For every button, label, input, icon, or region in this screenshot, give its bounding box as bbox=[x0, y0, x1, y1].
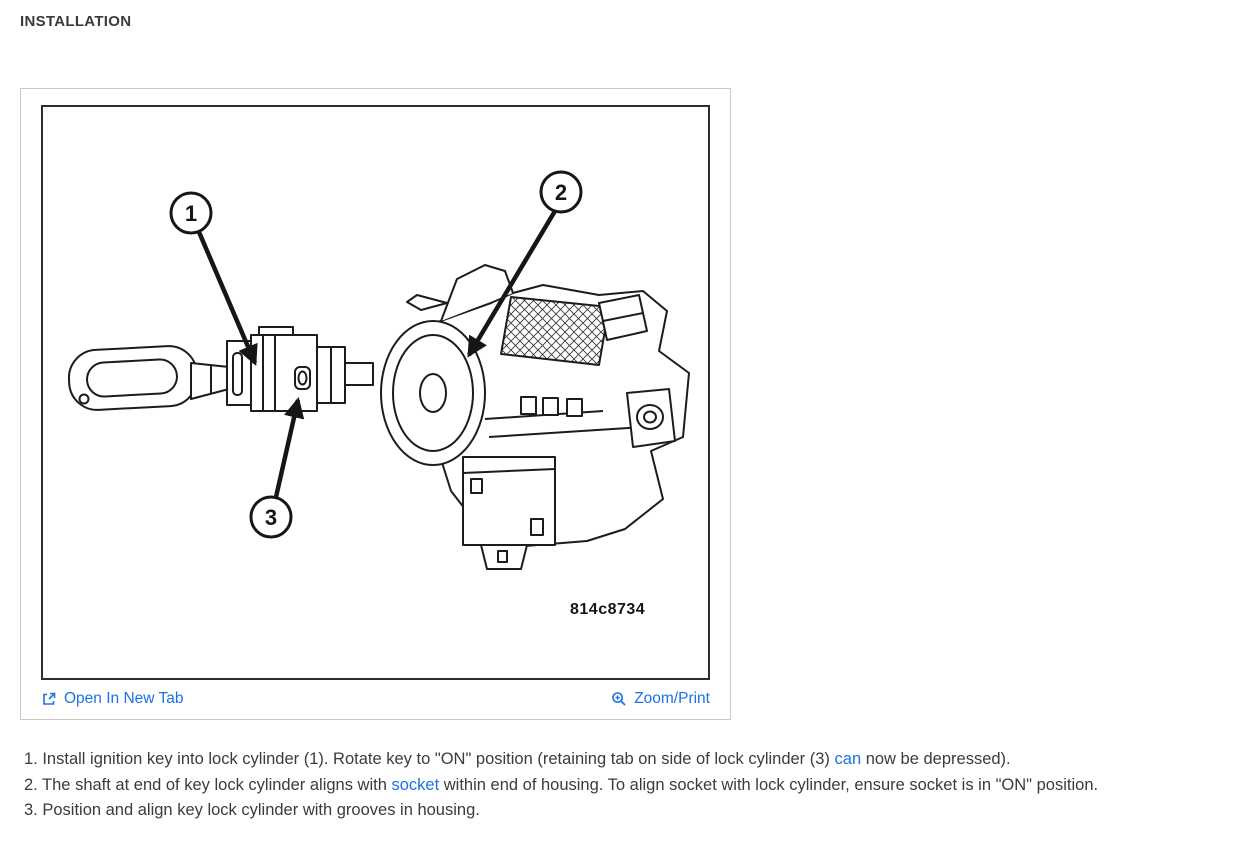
callout-2-badge bbox=[539, 170, 583, 214]
page-title: INSTALLATION bbox=[20, 13, 132, 30]
lock-cylinder bbox=[226, 326, 374, 412]
step-2-text-end: within end of housing. To align socket w… bbox=[439, 775, 1099, 794]
callout-3-number: 3 bbox=[265, 505, 277, 530]
step-1-inline-link[interactable]: can bbox=[834, 750, 862, 768]
step-1-text-end: now be depressed). bbox=[861, 750, 1011, 768]
callout-3-badge bbox=[249, 495, 293, 539]
figure-footer: Open In New Tab Zoom/Print bbox=[21, 680, 730, 719]
callouts: 1 2 3 bbox=[169, 170, 583, 539]
step-2-inline-link[interactable]: socket bbox=[391, 775, 440, 794]
ignition-lock-diagram: 1 2 3 814c8734 bbox=[67, 170, 690, 618]
figure-code: 814c8734 bbox=[570, 601, 645, 618]
figure-panel: 1 2 3 814c8734 Open In New Tab Zoom/Prin bbox=[20, 88, 731, 720]
callout-2-number: 2 bbox=[555, 180, 567, 205]
callout-3-arrow bbox=[273, 396, 305, 498]
ignition-key bbox=[67, 345, 230, 411]
callout-2-arrow bbox=[467, 209, 557, 358]
instruction-step-1: 1. Install ignition key into lock cylind… bbox=[24, 747, 1218, 773]
step-2-text: 2. The shaft at end of key lock cylinder… bbox=[24, 775, 392, 794]
zoom-icon bbox=[612, 692, 626, 706]
figure-frame: 1 2 3 814c8734 bbox=[41, 105, 710, 680]
callout-1-arrow bbox=[196, 231, 258, 366]
callout-1-number: 1 bbox=[185, 201, 197, 226]
zoom-print-label: Zoom/Print bbox=[634, 690, 710, 707]
open-in-new-tab-label: Open In New Tab bbox=[64, 690, 184, 707]
open-in-new-tab-icon bbox=[43, 692, 56, 705]
instruction-step-3: 3. Position and align key lock cylinder … bbox=[24, 798, 1218, 824]
step-3-text: 3. Position and align key lock cylinder … bbox=[24, 801, 480, 819]
instructions: 1. Install ignition key into lock cylind… bbox=[24, 747, 1218, 824]
ignition-housing bbox=[380, 264, 690, 570]
callout-1-badge bbox=[169, 191, 213, 235]
instruction-step-2: 2. The shaft at end of key lock cylinder… bbox=[24, 773, 1218, 799]
open-in-new-tab-link[interactable]: Open In New Tab bbox=[41, 690, 183, 708]
zoom-print-link[interactable]: Zoom/Print bbox=[611, 690, 710, 708]
crosshatch-panel bbox=[500, 296, 610, 366]
step-1-text: 1. Install ignition key into lock cylind… bbox=[24, 750, 835, 768]
